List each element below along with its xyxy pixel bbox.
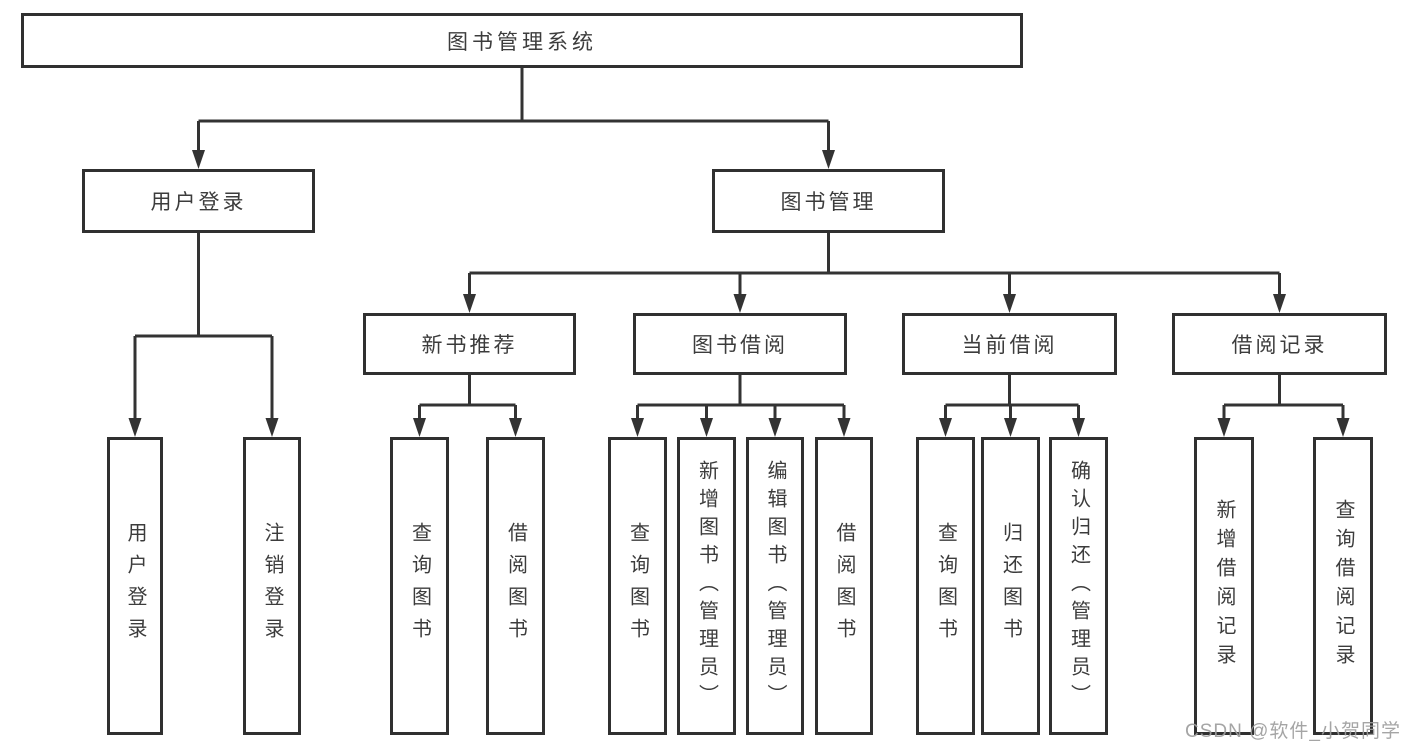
csdn-watermark: CSDN @软件_小贺同学: [1185, 721, 1401, 742]
node-label: 借阅图书: [833, 522, 855, 650]
node-book-borrowing: 图书借阅: [633, 313, 847, 375]
arrowhead-down-icon: [768, 418, 782, 437]
node-label: 编辑图书（管理员）: [764, 460, 786, 712]
node-label: 查询图书: [626, 522, 649, 650]
node-leaf-query-books-1: 查询图书: [390, 437, 449, 735]
arrowhead-down-icon: [939, 418, 952, 437]
arrowhead-down-icon: [837, 418, 851, 437]
arrowhead-down-icon: [1072, 418, 1085, 437]
node-label: 用户登录: [124, 522, 146, 650]
arrowhead-down-icon: [1003, 294, 1016, 313]
arrowhead-down-icon: [1217, 418, 1231, 437]
node-leaf-query-borrow-record: 查询借阅记录: [1313, 437, 1373, 735]
arrowhead-down-icon: [128, 418, 142, 437]
node-label: 新增图书（管理员）: [695, 460, 718, 712]
node-leaf-edit-books-admin: 编辑图书（管理员）: [746, 437, 804, 735]
node-book-management-branch: 图书管理: [712, 169, 945, 233]
node-label: 新增借阅记录: [1213, 499, 1235, 673]
node-leaf-user-login: 用户登录: [107, 437, 163, 735]
arrowhead-down-icon: [700, 418, 713, 437]
node-leaf-confirm-return-admin: 确认归还（管理员）: [1049, 437, 1108, 735]
arrowhead-down-icon: [1004, 418, 1017, 437]
node-leaf-borrow-books-1: 借阅图书: [486, 437, 545, 735]
node-leaf-logout: 注销登录: [243, 437, 301, 735]
node-leaf-return-books: 归还图书: [981, 437, 1040, 735]
arrowhead-down-icon: [1273, 294, 1286, 313]
node-leaf-add-borrow-record: 新增借阅记录: [1194, 437, 1254, 735]
arrowhead-down-icon: [265, 418, 279, 437]
node-label: 确认归还（管理员）: [1067, 460, 1090, 712]
node-user-login-branch: 用户登录: [82, 169, 315, 233]
node-new-book-recommend: 新书推荐: [363, 313, 576, 375]
node-current-borrowing: 当前借阅: [902, 313, 1117, 375]
node-root-system: 图书管理系统: [21, 13, 1023, 68]
node-label: 归还图书: [999, 522, 1022, 650]
arrowhead-down-icon: [631, 418, 644, 437]
arrowhead-down-icon: [413, 418, 426, 437]
arrowhead-down-icon: [733, 294, 747, 313]
node-leaf-query-books-3: 查询图书: [916, 437, 975, 735]
node-label: 查询图书: [408, 522, 431, 650]
node-leaf-add-books-admin: 新增图书（管理员）: [677, 437, 736, 735]
arrowhead-down-icon: [192, 150, 205, 169]
arrowhead-down-icon: [1336, 418, 1350, 437]
node-label: 查询图书: [934, 522, 957, 650]
node-label: 查询借阅记录: [1332, 499, 1354, 673]
node-borrow-records: 借阅记录: [1172, 313, 1387, 375]
node-label: 借阅图书: [504, 522, 527, 650]
arrowhead-down-icon: [822, 150, 835, 169]
node-leaf-borrow-books-2: 借阅图书: [815, 437, 873, 735]
arrowhead-down-icon: [509, 418, 522, 437]
node-leaf-query-books-2: 查询图书: [608, 437, 667, 735]
node-label: 注销登录: [261, 522, 283, 650]
arrowhead-down-icon: [463, 294, 476, 313]
